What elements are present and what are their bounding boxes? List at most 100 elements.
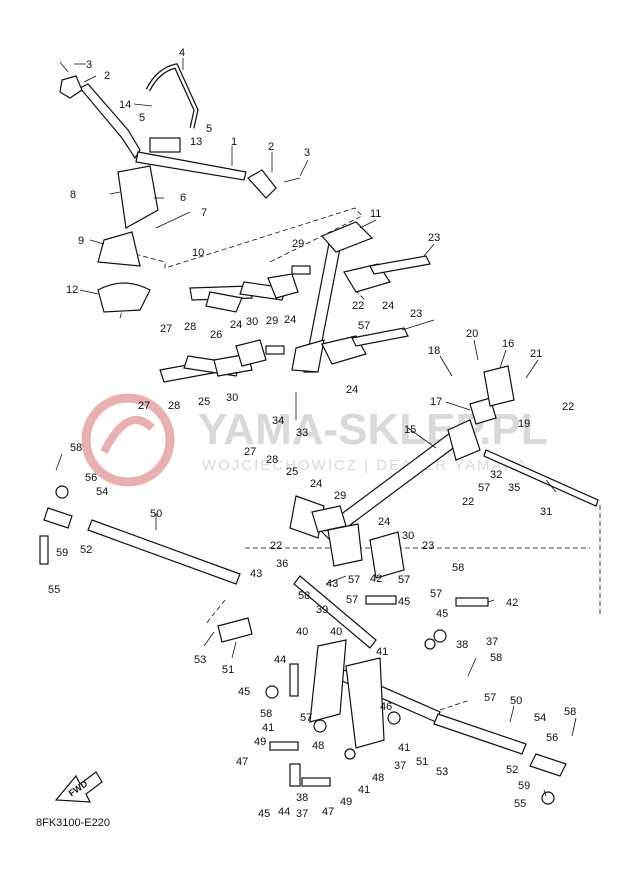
callout-label: 51: [416, 756, 428, 768]
rod-31: [483, 449, 599, 507]
washer-45b: [433, 629, 447, 643]
callout-label: 24: [346, 384, 358, 396]
rod-end-2: [59, 75, 83, 99]
callout-label: 2: [104, 70, 110, 82]
callout-label: 1: [231, 136, 237, 148]
callout-label: 34: [272, 415, 284, 427]
bolt-47b: [301, 777, 331, 787]
callout-label: 22: [562, 401, 574, 413]
callout-label: 26: [210, 329, 222, 341]
bolt-23a: [369, 255, 431, 275]
bushing-41b: [387, 711, 401, 725]
callout-label: 21: [530, 348, 542, 360]
bolt-7: [155, 211, 191, 229]
callout-label: 54: [96, 486, 108, 498]
callout-label: 25: [198, 396, 210, 408]
callout-label: 58: [452, 562, 464, 574]
callout-label: 24: [284, 314, 296, 326]
callout-label: 58: [260, 708, 272, 720]
callout-label: 55: [48, 584, 60, 596]
callout-label: 45: [436, 608, 448, 620]
callout-label: 33: [296, 427, 308, 439]
callout-label: 52: [506, 764, 518, 776]
clamp-13: [149, 137, 181, 153]
callout-label: 27: [244, 446, 256, 458]
callout-label: 57: [300, 712, 312, 724]
callout-label: 42: [506, 597, 518, 609]
callout-label: 41: [376, 646, 388, 658]
callout-label: 45: [238, 686, 250, 698]
lower-linkage: [265, 575, 567, 805]
callout-label: 41: [358, 784, 370, 796]
callout-label: 29: [292, 238, 304, 250]
callout-label: 3: [86, 59, 92, 71]
callout-label: 53: [194, 654, 206, 666]
callout-label: 45: [258, 808, 270, 820]
callout-label: 59: [518, 780, 530, 792]
callout-label: 49: [254, 736, 266, 748]
callout-label: 41: [262, 722, 274, 734]
callout-label: 22: [462, 496, 474, 508]
rod-end-2b: [247, 169, 277, 199]
callout-label: 28: [184, 321, 196, 333]
watermark-subtitle: WOJCIECHOWICZ | DEALER YAMAHA: [202, 457, 528, 474]
callout-label: 30: [246, 316, 258, 328]
callout-label: 12: [66, 284, 78, 296]
callout-label: 40: [330, 626, 342, 638]
callout-label: 25: [286, 466, 298, 478]
callout-label: 3: [304, 147, 310, 159]
callout-label: 57: [358, 320, 370, 332]
leader-lines: [55, 58, 577, 797]
bolt-42b: [365, 595, 397, 605]
callout-label: 23: [422, 540, 434, 552]
callout-label: 59: [56, 547, 68, 559]
callout-label: 57: [398, 574, 410, 586]
bolt-3b: [283, 177, 301, 183]
bracket-16: [483, 365, 515, 407]
arm-25: [289, 495, 325, 539]
callout-label: 58: [298, 590, 310, 602]
callout-label: 14: [119, 99, 131, 111]
bolt-3: [59, 61, 69, 73]
boot-12: [97, 282, 151, 313]
callout-label: 51: [222, 664, 234, 676]
callout-label: 37: [296, 808, 308, 820]
callout-label: 28: [266, 454, 278, 466]
callout-label: 22: [352, 300, 364, 312]
callout-label: 4: [179, 47, 185, 59]
callout-label: 57: [484, 692, 496, 704]
callout-label: 58: [490, 652, 502, 664]
shift-rod-1: [135, 151, 247, 181]
callout-label: 20: [466, 328, 478, 340]
callout-label: 16: [502, 338, 514, 350]
callout-label: 38: [296, 792, 308, 804]
callout-label: 37: [394, 760, 406, 772]
rod-50: [87, 519, 241, 585]
callout-label: 56: [546, 732, 558, 744]
callout-label: 58: [564, 706, 576, 718]
arm-37: [345, 657, 385, 749]
bracket-6: [117, 165, 159, 229]
callout-label: 56: [85, 472, 97, 484]
callout-label: 30: [226, 392, 238, 404]
arm-39: [309, 639, 347, 723]
callout-label: 8: [70, 189, 76, 201]
clamp-24d: [235, 339, 267, 367]
callout-label: 55: [514, 798, 526, 810]
bushing-41: [313, 719, 327, 733]
washer-45: [265, 685, 279, 699]
callout-label: 58: [70, 442, 82, 454]
callout-label: 27: [160, 323, 172, 335]
callout-label: 41: [398, 742, 410, 754]
callout-label: 18: [428, 345, 440, 357]
callout-label: 50: [150, 508, 162, 520]
callout-label: 13: [190, 136, 202, 148]
callout-label: 50: [510, 695, 522, 707]
callout-label: 28: [168, 400, 180, 412]
bolt-44: [289, 663, 299, 697]
callout-label: 27: [138, 400, 150, 412]
callout-label: 2: [268, 141, 274, 153]
pivot-top-plate: [320, 221, 374, 253]
diagram-code: 8FK3100-E220: [36, 817, 110, 829]
